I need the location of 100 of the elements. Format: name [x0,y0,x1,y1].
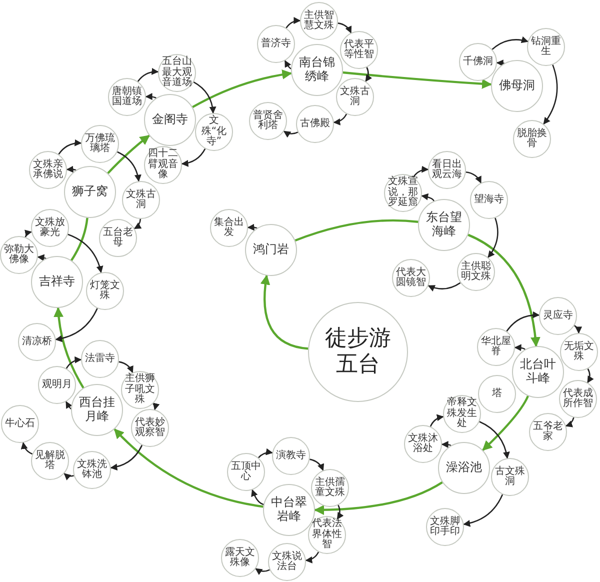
place-label: 文殊洗钵池 [76,460,108,480]
place-label: 法雷寺 [84,354,116,364]
place-label: 主供狮子吼文殊 [124,374,156,406]
place-label: 普济寺 [260,38,292,50]
arrow [338,22,352,34]
arrow [64,473,74,480]
place-label: 古佛殿 [300,118,330,130]
spot-circle [86,272,124,310]
route-arrow [482,396,529,451]
spot-circle [221,539,259,577]
arrow [145,93,156,100]
spot-circle [81,340,119,378]
spot-circle [457,253,495,291]
spot-circle [31,442,69,480]
arrow [333,114,348,126]
place-label: 观明月 [42,380,72,390]
place-label: 集合出发 [214,218,244,238]
arrow [587,368,594,384]
arrow [137,68,159,82]
place-label: 看日出观云海 [432,160,462,180]
place-label: 徒步游五台 [324,326,392,378]
place-label: 灵应寺 [542,310,574,322]
place-label: 文殊说法台 [272,552,302,572]
place-label: 主供智慧文殊 [304,10,334,32]
arrow [466,171,482,184]
arrow [284,60,292,70]
arrow [430,414,444,427]
place-label: 代表成所作智 [562,388,594,410]
spot-circle [340,31,378,69]
route-arrow [192,70,292,108]
arrow [514,344,526,352]
arrow [55,308,98,342]
place-label: 文殊脚印手印 [430,516,460,538]
arrow [193,82,216,114]
place-label: 澡浴池 [445,461,483,475]
place-label: 吉祥寺 [38,275,76,289]
spot-circle [560,333,598,371]
place-label: 文殊“化寺” [200,116,228,148]
route-arrow [468,234,540,348]
arrow [565,417,574,428]
spot-circle [311,469,349,507]
place-label: 东台望海峰 [425,211,463,239]
arrow [496,60,504,67]
place-label: 南台锦绣峰 [298,56,336,84]
place-label: 万佛琉璃塔 [84,134,116,154]
spot-circle [527,28,565,66]
place-label: 鸿门岩 [252,243,290,257]
spot-circle [210,209,248,247]
site-circle [438,442,490,494]
place-label: 主供孺童文殊 [314,478,346,498]
route-arrow [314,481,443,515]
arrow [428,282,461,292]
place-label: 五台老母 [102,228,134,248]
place-label: 灯笼文殊 [90,280,120,302]
spot-circle [559,380,597,418]
arrow [336,504,344,520]
place-label: 钻洞重生 [530,36,562,58]
arrow [412,166,429,178]
site-circle [512,346,564,398]
place-label: 脱胎换骨 [516,128,548,150]
spot-circle [426,508,464,546]
arrow [152,402,160,410]
arrow [258,448,273,458]
place-label: 塔 [491,388,503,400]
spot-circle [404,425,442,463]
arrow [463,494,504,527]
arrow [58,140,82,155]
place-label: 狮子窝 [71,185,109,199]
site-circle [64,166,116,218]
spot-circle [81,125,119,163]
place-label: 西台挂月峰 [78,396,116,424]
place-label: 佛母洞 [498,79,536,93]
arrow [479,421,510,459]
arrow [181,148,206,167]
spot-circle [99,219,137,257]
spot-circle [122,181,160,219]
arrow [441,441,452,448]
arrow [21,442,33,455]
spot-circle [272,437,310,475]
place-label: 北台叶斗峰 [519,358,557,386]
arrow [286,17,301,28]
spot-circle [539,297,577,335]
place-label: 文殊亲承佛说 [32,160,64,180]
place-label: 望海寺 [474,194,504,206]
arrow [305,552,320,564]
place-label: 文殊古洞 [126,190,156,210]
arrow [110,444,143,470]
arrow [251,489,264,506]
spot-circle [392,259,430,297]
arrow [492,36,528,50]
place-label: 金阁寺 [151,113,189,127]
spot-circle [459,43,497,81]
spot-circle [29,151,67,189]
spot-circle [108,78,146,116]
arrow [283,130,298,138]
route-arrow [260,274,308,350]
spot-circle [38,366,76,404]
spot-circle [513,120,551,158]
place-label: 主供聪明文殊 [460,262,492,282]
spot-circle [478,375,516,413]
